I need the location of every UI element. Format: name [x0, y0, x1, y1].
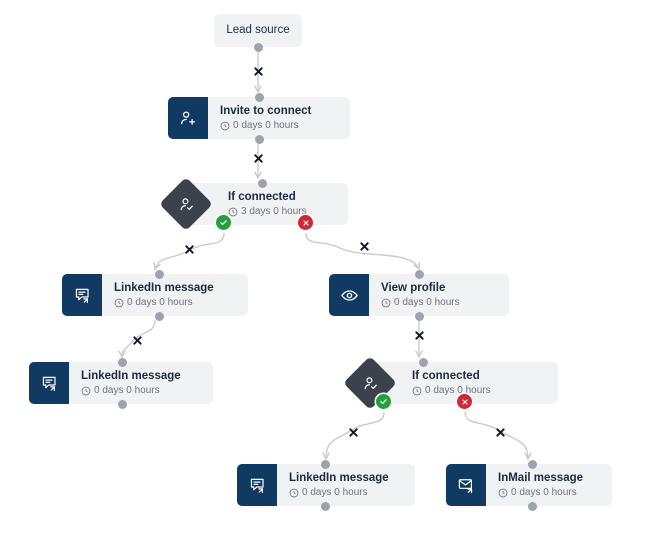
edge-delete-view-profile-to-if2[interactable] [413, 329, 426, 342]
port-out-invite-to-connect[interactable] [254, 134, 264, 144]
invite-to-connect-delay-text: 0 days 0 hours [233, 119, 299, 131]
branch-badge-yes-if-connected-2[interactable] [376, 394, 391, 409]
inmail-message-delay: 0 days 0 hours [498, 486, 600, 500]
edge-delete-if1-yes-to-linkedin-1[interactable] [183, 243, 196, 256]
node-linkedin-message-1[interactable]: LinkedIn message 0 days 0 hours [62, 269, 248, 321]
node-view-profile[interactable]: View profile 0 days 0 hours [329, 269, 509, 321]
lead-source-title: Lead source [226, 24, 290, 36]
clock-icon [220, 121, 230, 131]
linkedin-message-2-delay: 0 days 0 hours [81, 384, 201, 398]
port-out-linkedin-message-2[interactable] [118, 399, 127, 409]
clock-icon [228, 207, 238, 217]
invite-to-connect-delay: 0 days 0 hours [220, 119, 338, 133]
port-out-linkedin-message-1[interactable] [155, 311, 164, 321]
if-connected-1-delay: 3 days 0 hours [228, 205, 336, 219]
if-connected-2-title: If connected [412, 369, 480, 382]
if-connected-1-body: If connected 3 days 0 hours [216, 183, 348, 225]
clock-icon [114, 298, 124, 308]
linkedin-message-icon [237, 464, 277, 506]
linkedin-message-3-body: LinkedIn message 0 days 0 hours [277, 464, 415, 506]
invite-to-connect-title: Invite to connect [220, 104, 312, 117]
linkedin-message-icon [29, 362, 69, 404]
edge-delete-invite-to-if-connected-1[interactable] [252, 152, 265, 165]
port-in-linkedin-message-1[interactable] [155, 269, 164, 279]
clock-icon [412, 386, 422, 396]
inmail-message-delay-text: 0 days 0 hours [511, 486, 577, 498]
if-connected-2-body: If connected 0 days 0 hours [400, 362, 558, 404]
linkedin-message-3-delay-text: 0 days 0 hours [302, 486, 368, 498]
linkedin-message-2-body: LinkedIn message 0 days 0 hours [69, 362, 213, 404]
if-connected-1-title: If connected [228, 190, 296, 203]
port-in-invite-to-connect[interactable] [254, 92, 264, 102]
port-out-linkedin-message-3[interactable] [321, 501, 330, 511]
linkedin-message-2-delay-text: 0 days 0 hours [94, 384, 160, 396]
node-if-connected-1[interactable]: If connected 3 days 0 hours [159, 177, 348, 231]
edge-delete-linkedin-1-to-linkedin-2[interactable] [131, 334, 144, 347]
clock-icon [81, 386, 91, 396]
port-in-view-profile[interactable] [415, 269, 424, 279]
if-connected-2-icon-slot [343, 356, 400, 410]
node-lead-source[interactable]: Lead source [214, 14, 302, 52]
port-out-inmail-message[interactable] [528, 501, 537, 511]
port-in-linkedin-message-2[interactable] [118, 357, 127, 367]
person-check-icon [167, 185, 205, 223]
clock-icon [381, 298, 391, 308]
port-in-if-connected-1[interactable] [257, 178, 267, 188]
view-profile-delay: 0 days 0 hours [381, 296, 497, 310]
node-linkedin-message-2[interactable]: LinkedIn message 0 days 0 hours [29, 357, 213, 409]
edge-delete-if1-no-to-view-profile[interactable] [358, 240, 371, 253]
port-out-lead-source[interactable] [253, 42, 263, 52]
port-in-inmail-message[interactable] [528, 459, 537, 469]
linkedin-message-icon [62, 274, 102, 316]
view-profile-body: View profile 0 days 0 hours [369, 274, 509, 316]
branch-badge-yes-if-connected-1[interactable] [216, 215, 231, 230]
eye-icon [329, 274, 369, 316]
port-out-view-profile[interactable] [415, 311, 424, 321]
clock-icon [498, 488, 508, 498]
linkedin-message-1-title: LinkedIn message [114, 281, 214, 294]
linkedin-message-3-title: LinkedIn message [289, 471, 389, 484]
view-profile-title: View profile [381, 281, 446, 294]
branch-badge-no-if-connected-1[interactable] [298, 215, 313, 230]
if-connected-2-delay: 0 days 0 hours [412, 384, 546, 398]
branch-badge-no-if-connected-2[interactable] [457, 394, 472, 409]
lead-source-body: Lead source [214, 23, 302, 38]
person-plus-icon [168, 97, 208, 139]
if-connected-2-delay-text: 0 days 0 hours [425, 384, 491, 396]
inmail-message-body: InMail message 0 days 0 hours [486, 464, 612, 506]
node-inmail-message[interactable]: InMail message 0 days 0 hours [446, 459, 612, 511]
linkedin-message-1-delay: 0 days 0 hours [114, 296, 236, 310]
linkedin-message-1-body: LinkedIn message 0 days 0 hours [102, 274, 248, 316]
node-linkedin-message-3[interactable]: LinkedIn message 0 days 0 hours [237, 459, 415, 511]
port-in-linkedin-message-3[interactable] [321, 459, 330, 469]
if-connected-1-delay-text: 3 days 0 hours [241, 205, 307, 217]
inmail-message-title: InMail message [498, 471, 584, 484]
if-connected-1-icon-slot [159, 177, 216, 231]
edge-delete-if2-yes-to-linkedin-3[interactable] [347, 426, 360, 439]
view-profile-delay-text: 0 days 0 hours [394, 296, 460, 308]
node-invite-to-connect[interactable]: Invite to connect 0 days 0 hours [168, 92, 350, 144]
linkedin-message-1-delay-text: 0 days 0 hours [127, 296, 193, 308]
person-check-icon [351, 364, 389, 402]
linkedin-message-3-delay: 0 days 0 hours [289, 486, 403, 500]
clock-icon [289, 488, 299, 498]
edge-delete-if2-no-to-inmail[interactable] [494, 426, 507, 439]
port-in-if-connected-2[interactable] [419, 357, 428, 367]
linkedin-message-2-title: LinkedIn message [81, 369, 181, 382]
invite-to-connect-body: Invite to connect 0 days 0 hours [208, 97, 350, 139]
edge-delete-lead-source-to-invite[interactable] [252, 65, 265, 78]
inmail-message-icon [446, 464, 486, 506]
